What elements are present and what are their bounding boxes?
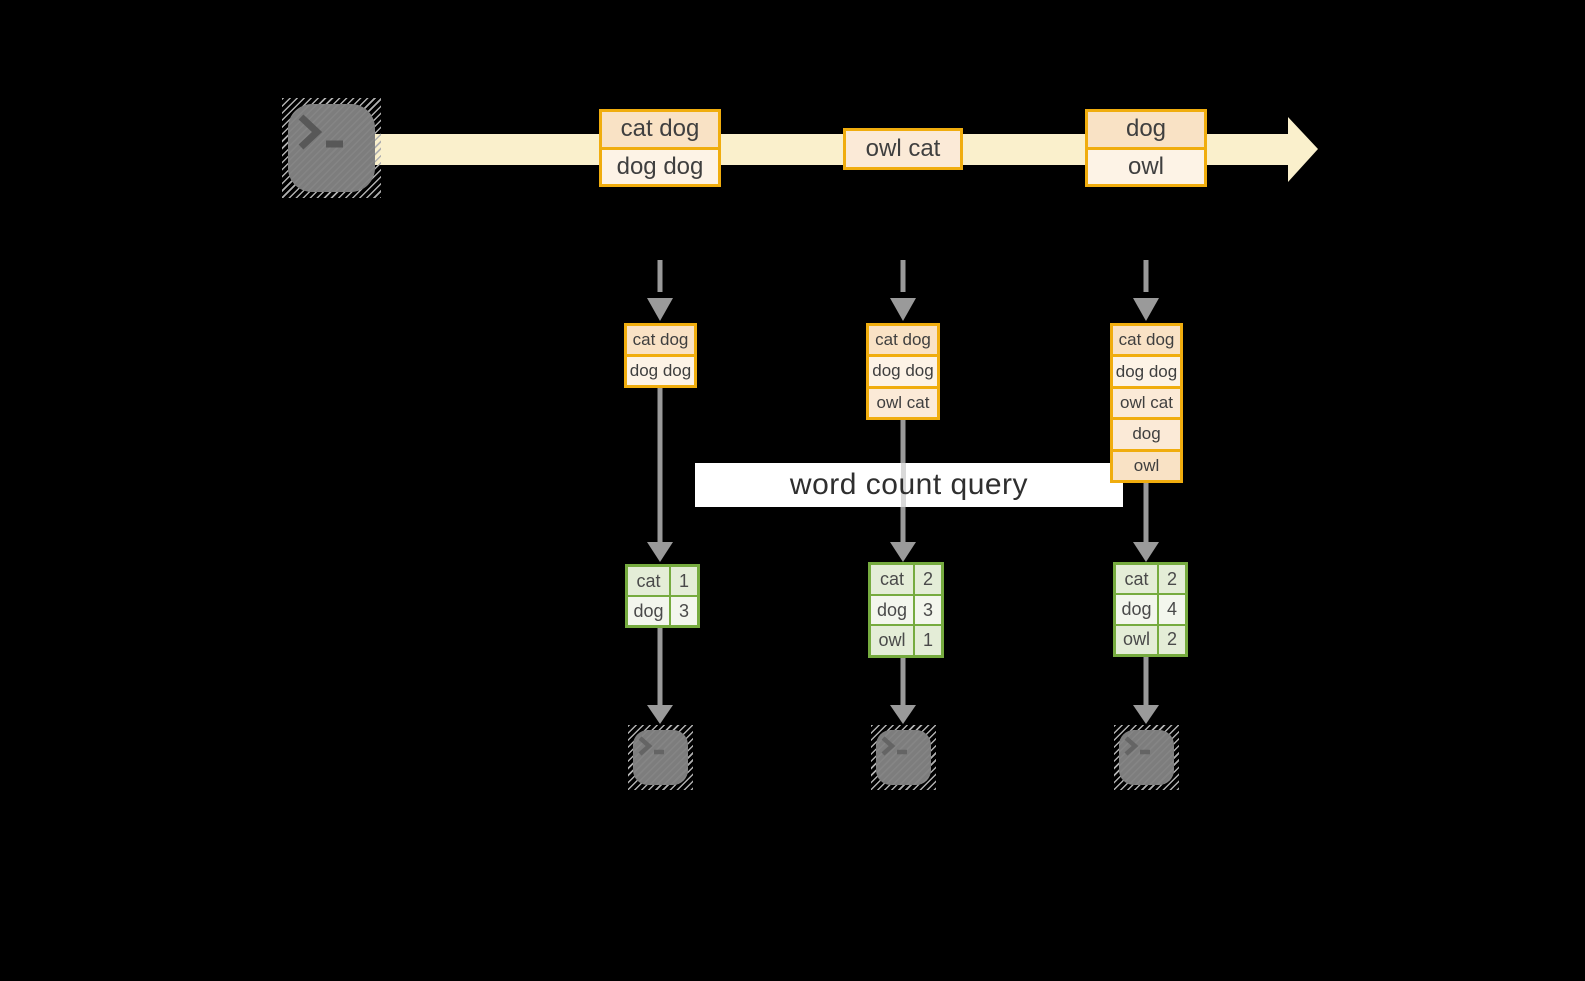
stream-record: cat dog	[602, 112, 718, 147]
stream-record: owl cat	[846, 131, 960, 167]
terminal-prompt-icon	[881, 736, 907, 756]
result-count: 4	[1159, 595, 1185, 624]
result-word: dog	[1116, 595, 1157, 624]
sink-terminal-icon-2	[871, 725, 936, 790]
stream-record: dog	[1088, 112, 1204, 147]
terminal-prompt-icon	[1124, 736, 1150, 756]
terminal-body	[876, 730, 931, 785]
result-table-1: cat 1 dog 3	[625, 564, 700, 628]
terminal-prompt-icon	[638, 736, 664, 756]
result-word: dog	[871, 595, 913, 625]
output-arrowhead-3	[1133, 705, 1159, 724]
state-record: cat dog	[1113, 326, 1180, 355]
result-table-3: cat 2 dog 4 owl 2	[1113, 562, 1188, 657]
stream-batch-2: owl cat	[843, 128, 963, 170]
result-count: 3	[915, 595, 941, 625]
result-count: 3	[671, 597, 697, 625]
state-record: dog dog	[1113, 354, 1180, 386]
trigger-arrowhead-1	[647, 298, 673, 321]
result-word: cat	[628, 567, 669, 595]
result-count: 2	[915, 565, 941, 594]
state-record: owl	[1113, 448, 1180, 481]
terminal-body	[1119, 730, 1174, 785]
query-arrowhead-1	[647, 542, 673, 562]
state-record: dog dog	[869, 354, 937, 386]
stream-batch-3: dog owl	[1085, 109, 1207, 187]
sink-terminal-icon-3	[1114, 725, 1179, 790]
state-record: dog dog	[627, 354, 694, 385]
result-count: 1	[671, 567, 697, 595]
state-record: cat dog	[627, 326, 694, 354]
stream-record: owl	[1088, 146, 1204, 184]
result-count: 1	[915, 626, 941, 656]
output-arrowhead-1	[647, 705, 673, 724]
input-stream-arrowhead	[1288, 117, 1318, 182]
state-record: dog	[1113, 417, 1180, 449]
query-label-band: word count query	[695, 463, 1123, 507]
source-terminal-icon	[282, 98, 381, 198]
query-arrowhead-3	[1133, 542, 1159, 562]
result-count: 2	[1159, 565, 1185, 594]
state-stack-1: cat dog dog dog	[624, 323, 697, 388]
result-word: owl	[1116, 625, 1157, 654]
state-stack-3: cat dog dog dog owl cat dog owl	[1110, 323, 1183, 483]
state-record: owl cat	[869, 385, 937, 417]
stream-record: dog dog	[602, 146, 718, 184]
query-label: word count query	[789, 468, 1029, 501]
state-record: cat dog	[869, 326, 937, 355]
result-count: 2	[1159, 625, 1185, 654]
arrow-pass-through-line	[901, 463, 906, 507]
result-word: owl	[871, 626, 913, 656]
trigger-arrowhead-2	[890, 298, 916, 321]
result-table-2: cat 2 dog 3 owl 1	[868, 562, 944, 658]
sink-terminal-icon-1	[628, 725, 693, 790]
output-arrowhead-2	[890, 705, 916, 724]
stream-batch-1: cat dog dog dog	[599, 109, 721, 187]
result-word: cat	[1116, 565, 1157, 594]
state-stack-2: cat dog dog dog owl cat	[866, 323, 940, 420]
result-word: dog	[628, 597, 669, 625]
terminal-prompt-icon	[298, 114, 343, 150]
query-arrowhead-2	[890, 542, 916, 562]
trigger-arrowhead-3	[1133, 298, 1159, 321]
state-record: owl cat	[1113, 385, 1180, 418]
result-word: cat	[871, 565, 913, 594]
